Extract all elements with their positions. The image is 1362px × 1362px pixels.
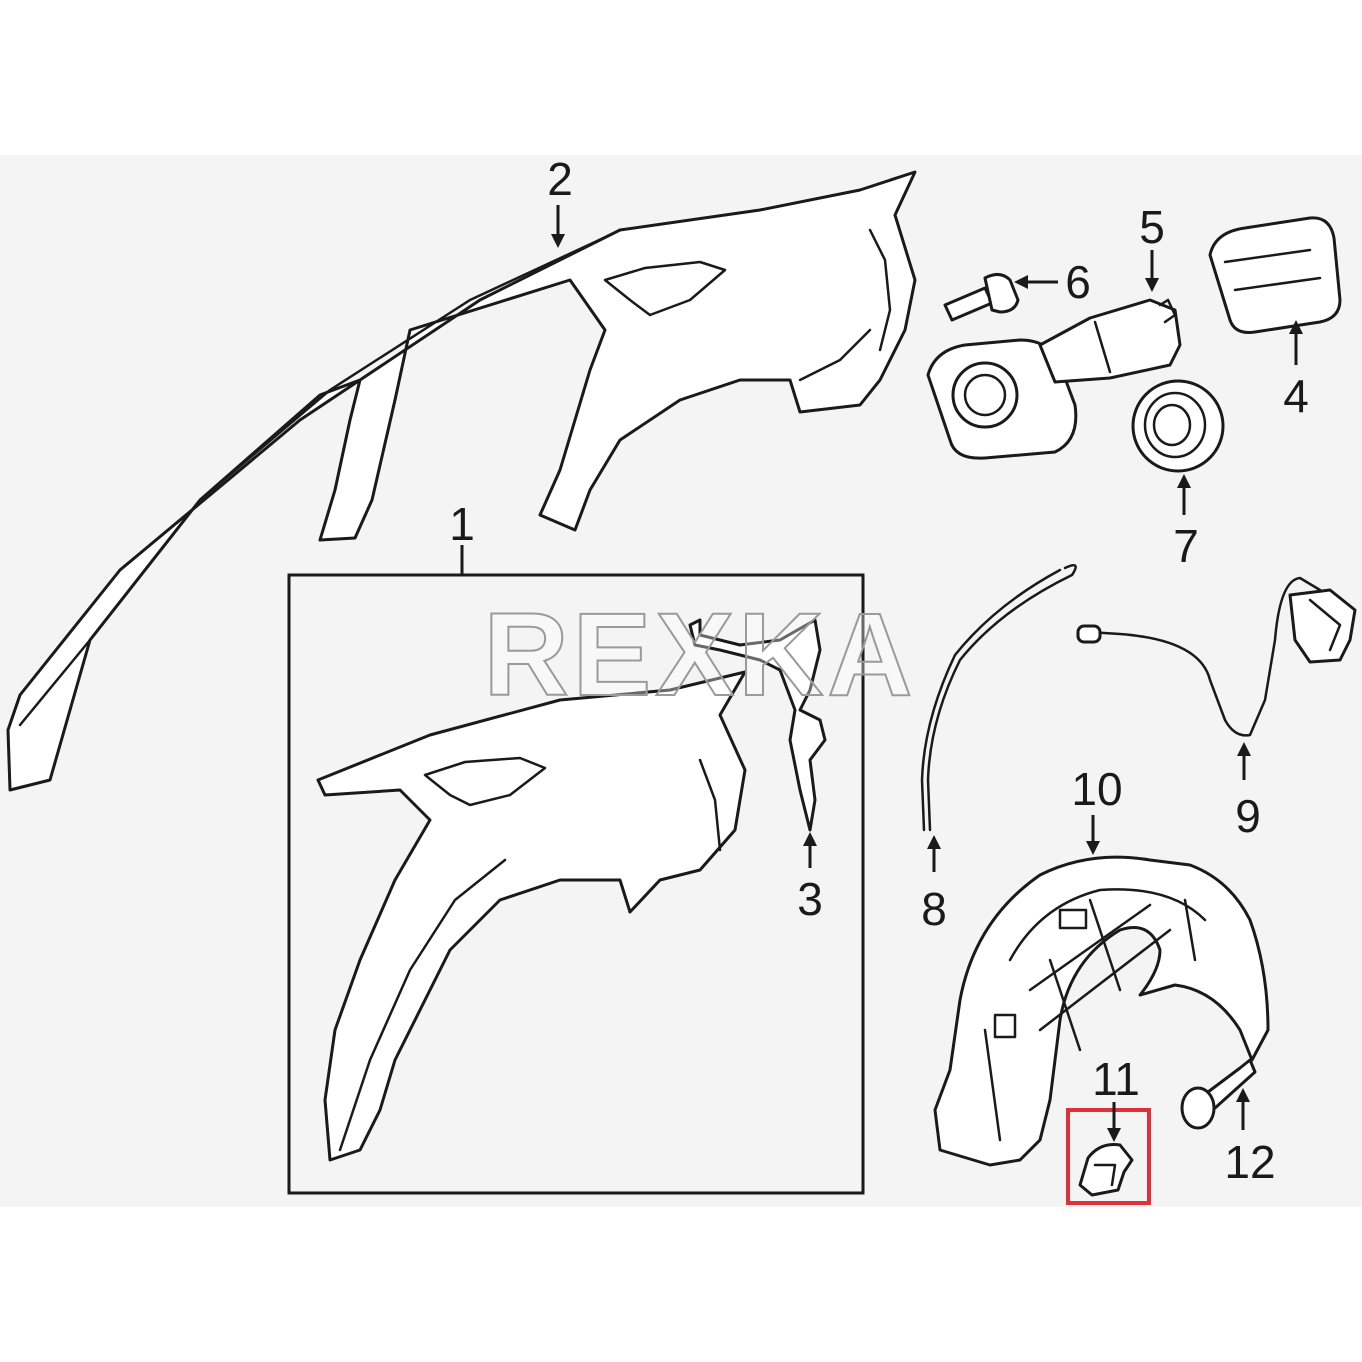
part-12-push-pin bbox=[1180, 1058, 1257, 1130]
callout-3: 3 bbox=[797, 873, 823, 925]
part-2-quarter-panel-outer bbox=[6, 170, 917, 792]
callout-6: 6 bbox=[1065, 256, 1091, 308]
callout-2: 2 bbox=[547, 153, 573, 205]
leader-lines bbox=[460, 205, 1303, 1142]
callout-9: 9 bbox=[1235, 790, 1261, 842]
watermark-text: REXKA bbox=[483, 589, 916, 721]
callout-8: 8 bbox=[921, 883, 947, 935]
part-7-grommet bbox=[1131, 379, 1225, 473]
part-5-filler-housing bbox=[926, 298, 1182, 460]
callout-11: 11 bbox=[1092, 1053, 1140, 1105]
part-11-clip bbox=[1078, 1143, 1134, 1197]
part-10-wheelhouse-liner bbox=[933, 855, 1270, 1167]
callout-7: 7 bbox=[1173, 520, 1199, 572]
part-3-bracket bbox=[688, 618, 827, 832]
part-11-highlight-box bbox=[1066, 1108, 1151, 1205]
part-4-fuel-door bbox=[1208, 216, 1342, 334]
callout-5: 5 bbox=[1139, 201, 1165, 253]
part-1-quarter-panel-assembly bbox=[316, 670, 747, 1162]
callout-4: 4 bbox=[1283, 370, 1309, 422]
callout-12: 12 bbox=[1224, 1136, 1275, 1188]
part-9-actuator bbox=[1076, 576, 1357, 737]
callout-10: 10 bbox=[1071, 763, 1122, 815]
part-8-cable bbox=[920, 563, 1077, 832]
part-6-screw bbox=[943, 273, 1020, 322]
callout-1: 1 bbox=[449, 498, 475, 550]
part-1-group-box bbox=[287, 573, 865, 1195]
